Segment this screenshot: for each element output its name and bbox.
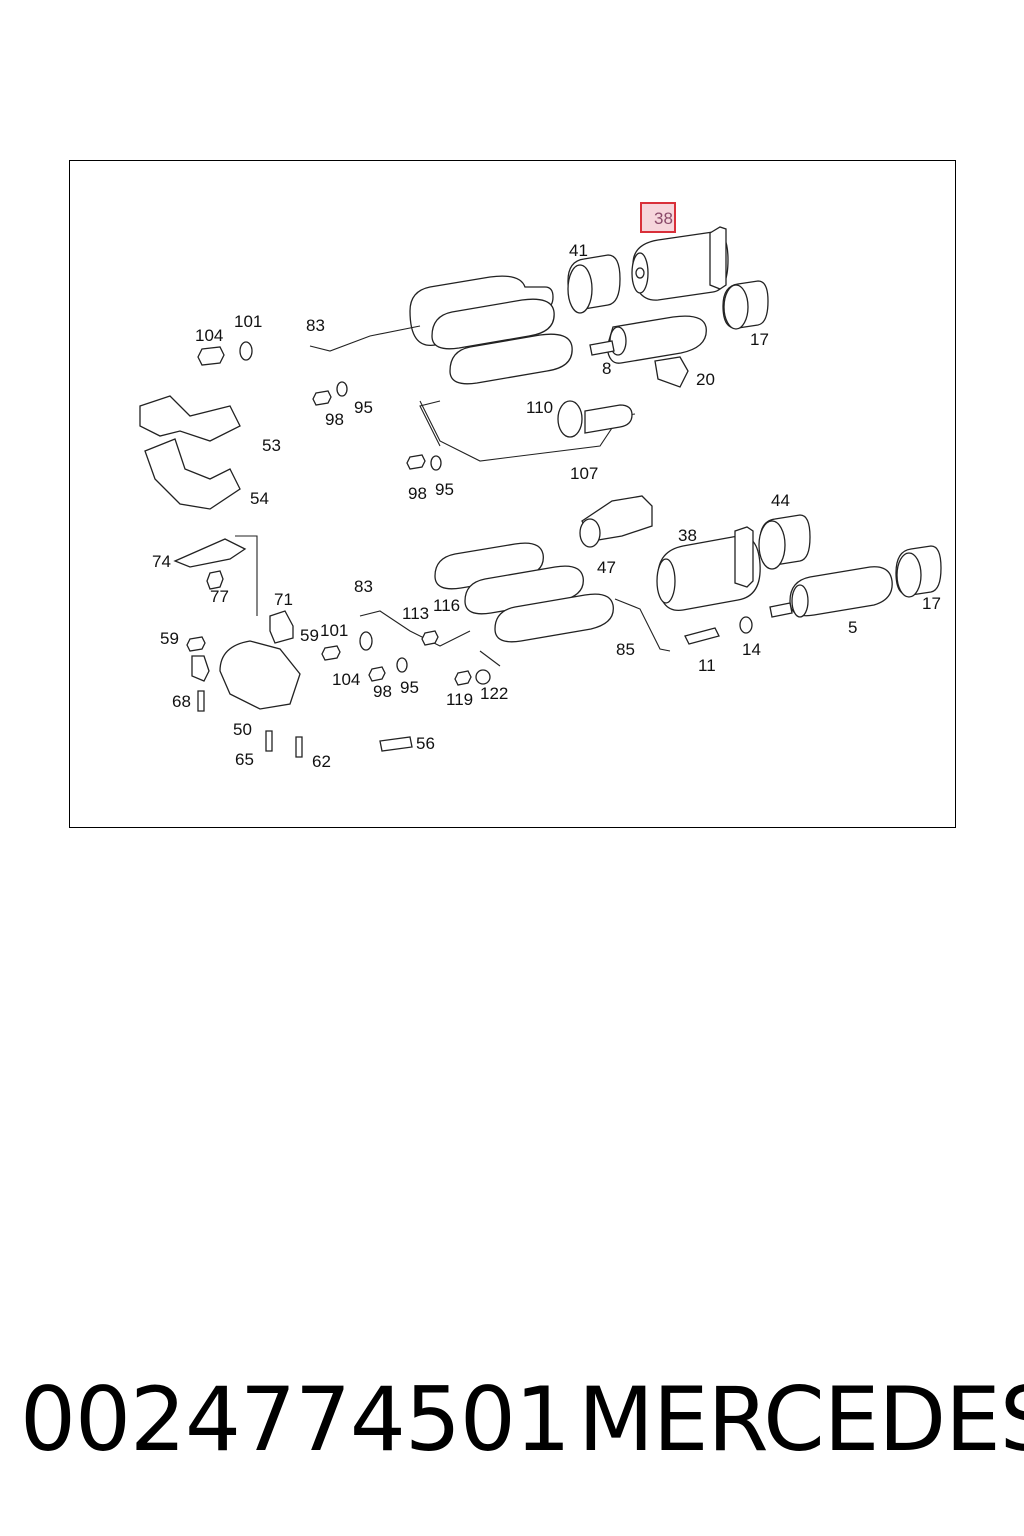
fuel-line-icon — [614, 598, 671, 652]
callout-label: 14 — [742, 640, 761, 659]
callout-label: 95 — [435, 480, 454, 499]
callout-label: 107 — [570, 464, 598, 483]
banjo-bolt-icon — [197, 341, 253, 366]
fuel-filter-icon — [631, 226, 729, 301]
parts-diagram: 38 41 17 8 20 104 101 83 98 95 110 107 5… — [139, 202, 942, 771]
callout-label: 11 — [698, 656, 716, 675]
callout-label: 101 — [234, 312, 262, 331]
connector-icon — [684, 627, 720, 645]
callout-label: 8 — [602, 359, 611, 378]
callout-label: 50 — [233, 720, 252, 739]
pump-assembly-lower-icon — [359, 542, 614, 667]
callout-label: 95 — [400, 678, 419, 697]
callout-label: 110 — [526, 398, 553, 417]
callout-label: 83 — [306, 316, 325, 335]
sleeve-lower-icon — [758, 514, 811, 570]
callout-label: 98 — [373, 682, 392, 701]
callout-label: 59 — [160, 629, 179, 648]
callout-label: 17 — [750, 330, 769, 349]
callout-label: 71 — [274, 590, 293, 609]
fuel-filter-lower-icon — [656, 526, 761, 611]
callout-label: 38 — [654, 209, 673, 228]
seal-ring-icon — [739, 616, 753, 634]
fuel-pump-lower-icon — [769, 566, 893, 618]
fuel-pump-icon — [589, 315, 707, 364]
callout-label: 104 — [332, 670, 360, 689]
callout-label: 62 — [312, 752, 331, 771]
sleeve-ring-icon — [722, 280, 769, 330]
callout-label: 83 — [354, 577, 373, 596]
callout-label: 122 — [480, 684, 508, 703]
callout-label: 98 — [325, 410, 344, 429]
callout-label: 116 — [433, 596, 460, 615]
callout-label: 59 — [300, 626, 319, 645]
callout-label: 47 — [597, 558, 616, 577]
callout-label: 74 — [152, 552, 171, 571]
callout-label: 98 — [408, 484, 427, 503]
part-number: 0024774501 — [20, 1368, 571, 1471]
callout-label: 119 — [446, 690, 473, 709]
callout-label: 95 — [354, 398, 373, 417]
callout-label: 56 — [416, 734, 435, 753]
callout-label: 41 — [569, 241, 588, 260]
brand-name: MERCEDES — [578, 1368, 1024, 1471]
rubber-sleeve-icon — [567, 254, 621, 314]
pump-assembly-icon — [309, 275, 636, 462]
parts-diagram-frame: 38 41 17 8 20 104 101 83 98 95 110 107 5… — [69, 160, 956, 828]
callout-label: 44 — [771, 491, 790, 510]
callout-label: 20 — [696, 370, 715, 389]
bracket-lower-icon — [173, 535, 413, 758]
callout-label: 5 — [848, 618, 857, 637]
hose-clamp-icon — [557, 400, 583, 438]
sleeve-ring-lower-icon — [895, 545, 942, 598]
callout-label: 38 — [678, 526, 697, 545]
callout-label: 104 — [195, 326, 223, 345]
screw-plug-icon — [312, 381, 442, 471]
callout-label: 54 — [250, 489, 269, 508]
callout-label: 68 — [172, 692, 191, 711]
callout-label: 65 — [235, 750, 254, 769]
mounting-bracket-icon — [139, 395, 241, 510]
callout-label: 17 — [922, 594, 941, 613]
callout-label: 53 — [262, 436, 281, 455]
callout-label: 101 — [320, 621, 348, 640]
callout-label: 85 — [616, 640, 635, 659]
nut-icon — [321, 630, 491, 686]
callout-label: 113 — [402, 604, 429, 623]
highlight-box[interactable] — [640, 202, 676, 233]
bracket-icon — [654, 356, 689, 388]
accumulator-icon — [579, 495, 653, 548]
callout-label: 77 — [210, 587, 229, 606]
